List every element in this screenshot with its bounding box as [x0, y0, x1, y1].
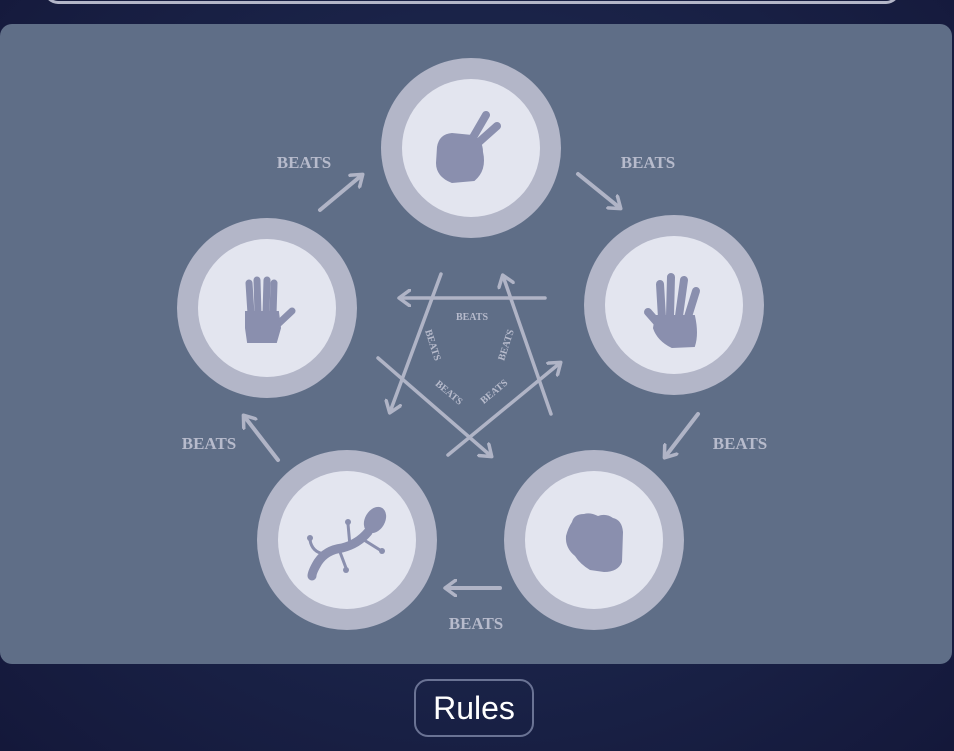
- rock-choice[interactable]: [504, 450, 684, 630]
- arrow-spock-to-rock: [376, 356, 491, 456]
- rules-button[interactable]: Rules: [414, 679, 534, 737]
- inner-arrows: [376, 272, 560, 457]
- inner-beats-label-top: BEATS: [456, 312, 488, 323]
- arrow-spock-to-scissors: [318, 175, 362, 212]
- spock-choice[interactable]: [177, 218, 357, 398]
- arrow-scissors-to-paper: [576, 172, 620, 208]
- beats-label-right: BEATS: [713, 434, 768, 453]
- rock-fist-icon: [565, 513, 623, 572]
- arrow-lizard-to-spock: [244, 416, 280, 462]
- arrow-paper-to-spock: [503, 276, 553, 416]
- arrow-rock-to-scissors: [390, 272, 443, 412]
- paper-hand-icon: [644, 273, 700, 349]
- inner-beats-label-lower-left: BEATS: [433, 379, 465, 408]
- spock-hand-icon: [245, 276, 296, 343]
- lizard-icon: [307, 506, 387, 581]
- paper-choice[interactable]: [584, 215, 764, 395]
- top-panel-frame: [44, 0, 900, 4]
- outer-beats-labels: BEATS BEATS BEATS BEATS BEATS: [182, 153, 768, 633]
- beats-label-left: BEATS: [182, 434, 237, 453]
- inner-beats-labels: BEATS BEATS BEATS BEATS BEATS: [422, 312, 517, 408]
- scissors-choice[interactable]: [381, 58, 561, 238]
- beats-label-top-right: BEATS: [621, 153, 676, 172]
- rules-diagram: BEATS BEATS BEATS BEATS BEATS BEATS BEAT…: [177, 58, 768, 633]
- scissors-hand-icon: [435, 111, 501, 184]
- beats-label-bottom: BEATS: [449, 614, 504, 633]
- lizard-choice[interactable]: [257, 450, 437, 630]
- arrow-lizard-to-paper: [446, 363, 560, 457]
- inner-beats-label-lower-right: BEATS: [479, 377, 511, 406]
- outer-arrows: [244, 172, 700, 588]
- beats-label-top-left: BEATS: [277, 153, 332, 172]
- rules-diagram-board: BEATS BEATS BEATS BEATS BEATS BEATS BEAT…: [0, 24, 952, 664]
- inner-beats-label-left: BEATS: [422, 328, 443, 362]
- arrow-paper-to-rock: [665, 412, 700, 457]
- inner-beats-label-right: BEATS: [496, 328, 517, 362]
